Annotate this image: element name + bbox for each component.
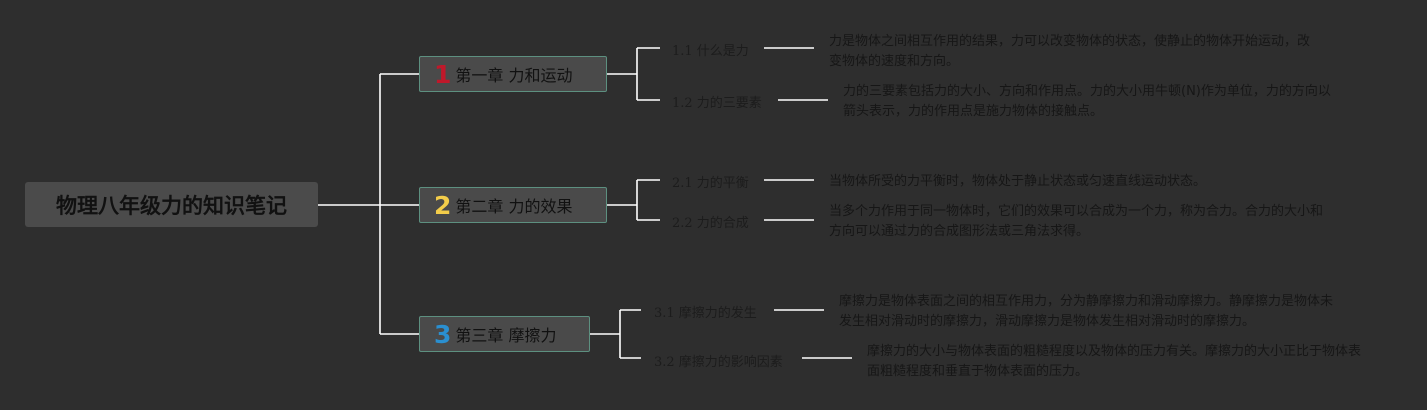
subtopic-3-1[interactable]: 3.1 摩擦力的发生 (654, 306, 757, 321)
subtopic-2-2-note: 当多个力作用于同一物体时，它们的效果可以合成为一个力，称为合力。合力的大小和方向… (829, 204, 1324, 239)
chapter-3-node[interactable]: 3 第三章 摩擦力 (419, 316, 590, 352)
root-connector (318, 73, 419, 335)
chapter-2-connector (607, 179, 660, 221)
chapter-3-title: 第三章 摩擦力 (455, 326, 557, 345)
subtopic-2-1-note: 当物体所受的力平衡时，物体处于静止状态或匀速直线运动状态。 (829, 174, 1207, 189)
subtopic-1-1-note: 力是物体之间相互作用的结果，力可以改变物体的状态，使静止的物体开始运动，改变物体… (829, 34, 1311, 69)
chapter-2-number: 2 (434, 190, 452, 220)
subtopic-3-2[interactable]: 3.2 摩擦力的影响因素 (654, 355, 783, 370)
chapter-2-title: 第二章 力的效果 (455, 197, 573, 216)
subtopic-3-2-note: 摩擦力的大小与物体表面的粗糙程度以及物体的压力有关。摩擦力的大小正比于物体表面粗… (867, 344, 1362, 379)
chapter-1-title: 第一章 力和运动 (455, 66, 573, 85)
subtopic-2-2[interactable]: 2.2 力的合成 (672, 216, 749, 231)
subtopic-1-1[interactable]: 1.1 什么是力 (672, 44, 749, 59)
chapter-2-leaders (764, 179, 814, 221)
chapter-3-leaders (774, 309, 852, 359)
subtopic-3-1-note: 摩擦力是物体表面之间的相互作用力，分为静摩擦力和滑动摩擦力。静摩擦力是物体未发生… (839, 294, 1334, 329)
chapter-2-node[interactable]: 2 第二章 力的效果 (419, 187, 607, 223)
chapter-1-node[interactable]: 1 第一章 力和运动 (419, 56, 607, 92)
chapter-1-number: 1 (434, 59, 452, 89)
subtopic-2-1[interactable]: 2.1 力的平衡 (672, 176, 749, 191)
chapter-3-number: 3 (434, 319, 452, 349)
chapter-1-connector (607, 47, 660, 101)
chapter-1-leaders (764, 47, 828, 101)
subtopic-1-2[interactable]: 1.2 力的三要素 (672, 96, 762, 111)
root-topic[interactable]: 物理八年级力的知识笔记 (25, 182, 318, 227)
subtopic-1-2-note: 力的三要素包括力的大小、方向和作用点。力的大小用牛顿(N)作为单位，力的方向以箭… (843, 84, 1331, 119)
chapter-3-connector (590, 309, 641, 359)
